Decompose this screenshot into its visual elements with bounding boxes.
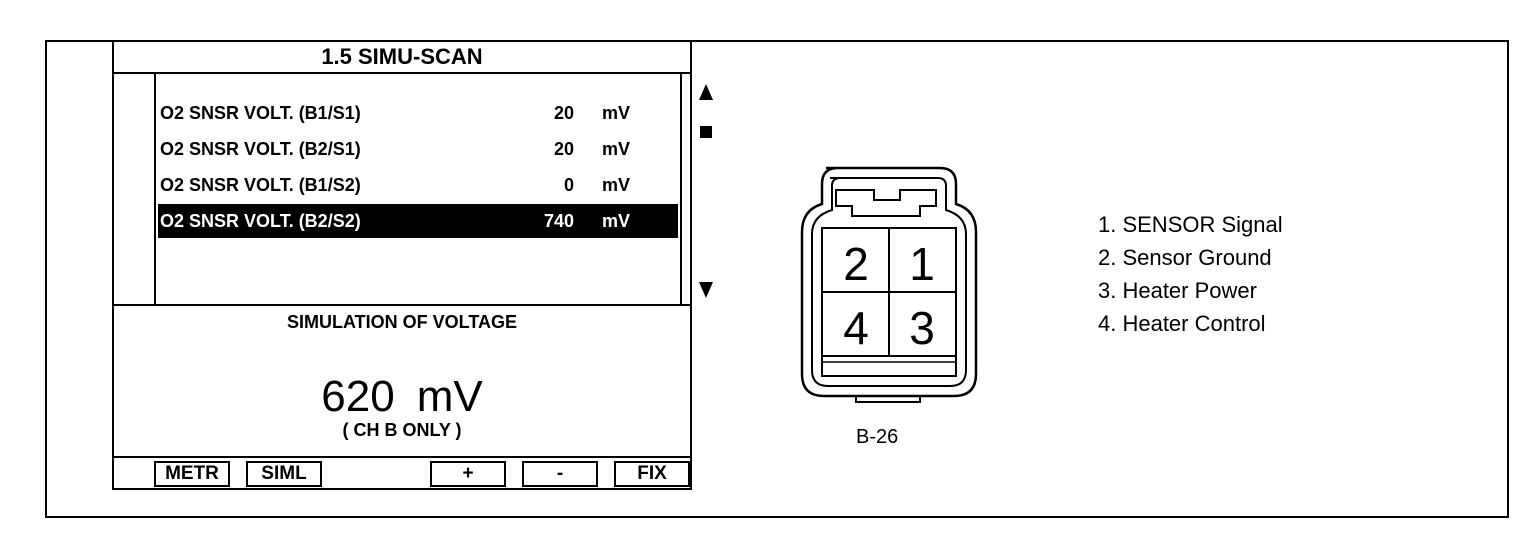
list-item-label: O2 SNSR VOLT. (B2/S1) — [160, 139, 361, 159]
scroll-down-icon[interactable] — [699, 282, 713, 298]
list-item-unit: mV — [602, 139, 631, 159]
list-item-unit: mV — [602, 211, 631, 231]
minus-button[interactable]: - — [522, 461, 598, 487]
connector-latch — [835, 189, 937, 217]
scanner-screen: 1.5 SIMU-SCAN O2 SNSR VOLT. (B1/S1) 20 m… — [112, 40, 713, 490]
list-item-label: O2 SNSR VOLT. (B1/S2) — [160, 175, 361, 195]
scroll-thumb[interactable] — [700, 126, 712, 138]
pin-legend: 1. SENSOR Signal 2. Sensor Ground 3. Hea… — [1098, 208, 1283, 340]
list-item-value: 20 — [553, 139, 574, 159]
scroll-up-icon[interactable] — [699, 84, 713, 100]
diagram-frame — [45, 40, 1509, 518]
list-item-label: O2 SNSR VOLT. (B2/S2) — [160, 211, 361, 231]
screen-title: 1.5 SIMU-SCAN — [114, 42, 690, 74]
connector-b26-drawing: 2 1 4 3 — [800, 166, 978, 403]
fix-button[interactable]: FIX — [614, 461, 690, 487]
legend-item-3: 3. Heater Power — [1098, 278, 1257, 303]
list-item-unit: mV — [602, 103, 631, 123]
pin-4: 4 — [843, 302, 869, 354]
pin-2: 2 — [843, 238, 869, 290]
list-item-value: 740 — [543, 211, 574, 231]
list-item-label: O2 SNSR VOLT. (B1/S1) — [160, 103, 361, 123]
connector-label: B-26 — [856, 426, 899, 448]
softkey-bar: METR SIML + - FIX — [114, 456, 690, 490]
metr-button[interactable]: METR — [154, 461, 230, 487]
list-divider-left — [154, 74, 156, 304]
list-item-b1s2[interactable]: O2 SNSR VOLT. (B1/S2) 0 mV — [158, 168, 678, 202]
channel-note: ( CH B ONLY ) — [342, 420, 462, 440]
list-divider-right — [680, 74, 682, 304]
pin-1: 1 — [909, 238, 935, 290]
simulation-unit: mV — [416, 372, 483, 421]
connector-housing-inner — [811, 177, 967, 387]
siml-button[interactable]: SIML — [246, 461, 322, 487]
list-item-value: 20 — [553, 103, 574, 123]
list-item-b2s1[interactable]: O2 SNSR VOLT. (B2/S1) 20 mV — [158, 132, 678, 166]
legend-item-1: 1. SENSOR Signal — [1098, 212, 1283, 237]
simulation-value: 620 — [321, 372, 395, 421]
list-item-unit: mV — [602, 175, 631, 195]
legend-item-2: 2. Sensor Ground — [1098, 245, 1272, 270]
legend-item-4: 4. Heater Control — [1098, 311, 1266, 336]
simulation-label: SIMULATION OF VOLTAGE — [287, 312, 517, 332]
parameter-list: O2 SNSR VOLT. (B1/S1) 20 mV O2 SNSR VOLT… — [114, 74, 713, 306]
list-item-b1s1[interactable]: O2 SNSR VOLT. (B1/S1) 20 mV — [158, 96, 678, 130]
pin-3: 3 — [909, 302, 935, 354]
list-item-value: 0 — [563, 175, 574, 195]
list-item-b2s2-selected[interactable]: O2 SNSR VOLT. (B2/S2) 740 mV — [158, 204, 678, 238]
connector-bottom-tab — [855, 395, 921, 403]
plus-button[interactable]: + — [430, 461, 506, 487]
simulation-readout: 620 mV — [114, 372, 690, 422]
